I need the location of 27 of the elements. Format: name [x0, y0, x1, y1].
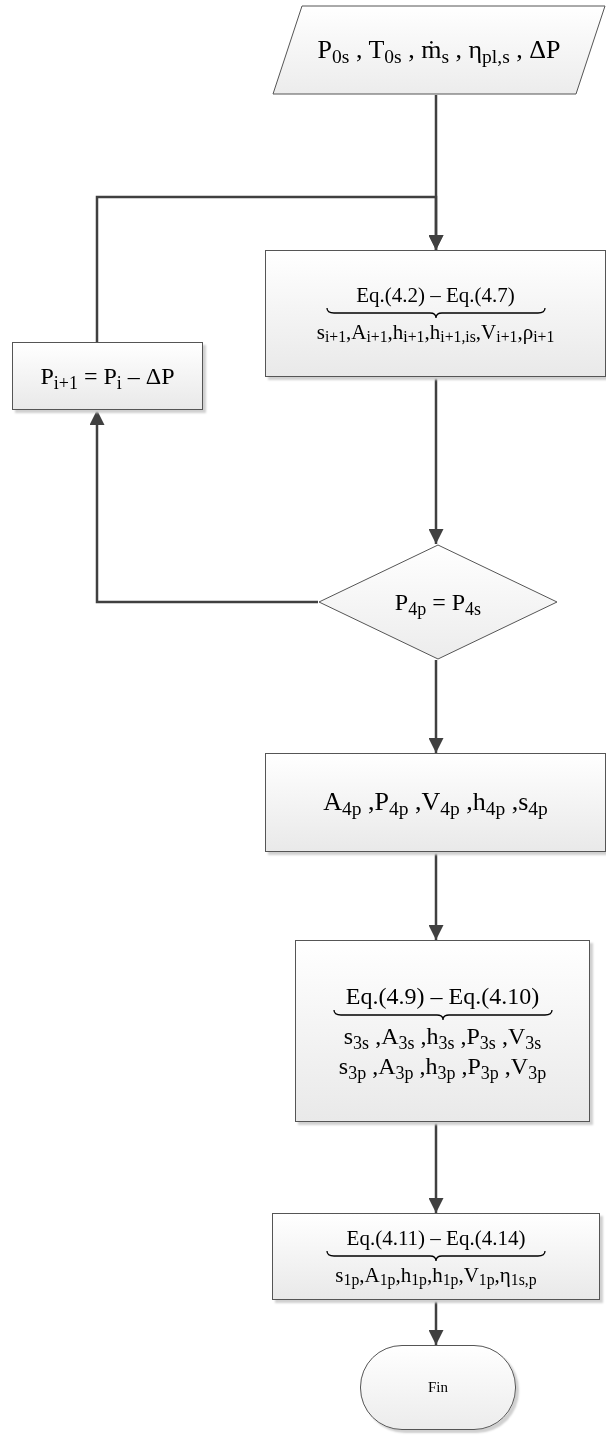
arrow — [428, 1122, 444, 1213]
arrow — [95, 195, 444, 342]
variable-list: P$_{4p}$ = P$_{4s}$ — [394, 587, 482, 617]
process-box — [295, 940, 590, 1122]
input-parallelogram — [272, 5, 606, 95]
process-box — [12, 342, 203, 410]
terminal-stadium — [360, 1345, 516, 1430]
equation-range: Eq.(4.11) – Eq.(4.14) — [346, 1225, 526, 1252]
variable-list: s$_{1p}$,A$_{1p}$,h$_{1p}$,h$_{1p}$,V$_{1p}$,η$_{1s,p}$ — [335, 1261, 537, 1288]
arrow — [428, 660, 444, 753]
variable-list: s$_{3p}$ ,A$_{3p}$ ,h$_{3p}$ ,P$_{3p}$ ,V$_{3p}$ — [338, 1051, 547, 1081]
arrow — [428, 852, 444, 940]
arrow — [428, 377, 444, 544]
process-box — [265, 250, 606, 377]
process-box — [265, 753, 606, 852]
equation-range: Eq.(4.9) – Eq.(4.10) — [345, 982, 540, 1011]
decision-diamond — [318, 544, 558, 660]
equation-range: Eq.(4.2) – Eq.(4.7) — [356, 282, 515, 309]
variable-list: A$_{4p}$ ,P$_{4p}$ ,V$_{4p}$ ,h$_{4p}$ ,s$_{4p}$ — [323, 786, 548, 819]
variable-list: Fin — [428, 1378, 448, 1397]
process-box — [272, 1213, 600, 1300]
variable-list: s$_{3s}$ ,A$_{3s}$ ,h$_{3s}$ ,P$_{3s}$ ,V$_{3s}$ — [343, 1021, 542, 1051]
arrow — [428, 1300, 444, 1345]
variable-list: P$_{i+1}$ = P$_{i}$ – ΔP — [40, 361, 175, 391]
arrow — [89, 410, 318, 604]
variable-list: P$_{0s}$ , T$_{0s}$ , ṁ$_{s}$ , η$_{pl,s}$ , ΔP — [317, 33, 561, 67]
variable-list: s$_{i+1}$,A$_{i+1}$,h$_{i+1}$,h$_{i+1,is}$,V$_{i+1}$,ρ$_{i+1}$ — [316, 318, 555, 345]
